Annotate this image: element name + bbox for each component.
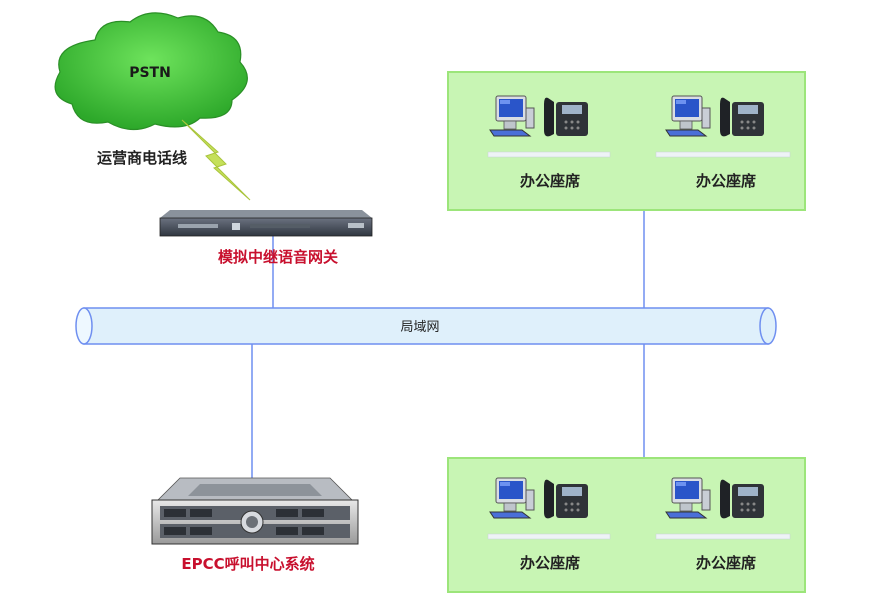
pstn-label: PSTN	[129, 65, 171, 81]
seat-label: 办公座席	[696, 172, 756, 190]
voice-gateway	[159, 210, 373, 237]
seats-panel-bottom: 办公座席 办公座席	[447, 457, 806, 593]
lan-label: 局域网	[400, 320, 439, 335]
seat-label: 办公座席	[696, 554, 756, 572]
seat-top-2: 办公座席	[655, 95, 791, 190]
server-label: EPCC呼叫中心系统	[181, 555, 314, 573]
carrier-line-label: 运营商电话线	[97, 149, 187, 167]
lan-bus: 局域网	[75, 307, 777, 345]
gateway-label: 模拟中继语音网关	[218, 248, 338, 266]
seat-label: 办公座席	[520, 554, 580, 572]
pstn-cloud: PSTN	[54, 12, 248, 131]
server-icon	[151, 477, 359, 545]
seat-top-1: 办公座席	[487, 95, 611, 190]
seats-panel-top: 办公座席 办公座席	[447, 71, 806, 211]
seat-label: 办公座席	[520, 172, 580, 190]
lightning-icon	[181, 119, 251, 201]
seat-bottom-1: 办公座席	[487, 477, 611, 572]
seat-bottom-2: 办公座席	[655, 477, 791, 572]
